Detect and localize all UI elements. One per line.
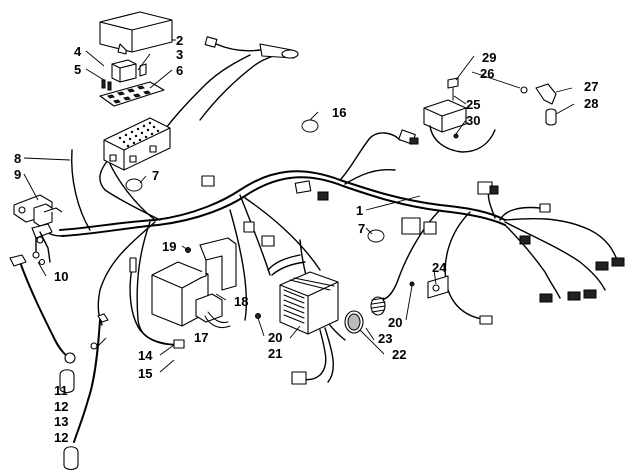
- right-connectors: [201, 119, 625, 303]
- callout-27: 27: [584, 79, 598, 94]
- leader-lines: [23, 39, 575, 373]
- callout-16: 16: [332, 105, 346, 120]
- callout-12-upper: 12: [54, 399, 68, 414]
- callout-2: 2: [176, 33, 183, 48]
- callout-28: 28: [584, 96, 598, 111]
- callout-11: 11: [54, 383, 68, 398]
- callout-29: 29: [482, 50, 496, 65]
- callout-6: 6: [176, 63, 183, 78]
- callout-17: 17: [194, 330, 208, 345]
- callout-15: 15: [138, 366, 152, 381]
- callout-24: 24: [432, 260, 447, 275]
- indicator-lamp: [344, 296, 386, 334]
- terminal-block: [13, 194, 63, 266]
- connector-14: [129, 257, 185, 349]
- callout-5: 5: [74, 62, 81, 77]
- callout-18: 18: [234, 294, 248, 309]
- callout-13: 13: [54, 414, 68, 429]
- callout-19: 19: [162, 239, 176, 254]
- callout-30: 30: [466, 113, 480, 128]
- callout-25: 25: [466, 97, 480, 112]
- callout-21: 21: [268, 346, 282, 361]
- callout-10: 10: [54, 269, 68, 284]
- callout-7-left: 7: [152, 168, 159, 183]
- callout-26: 26: [480, 66, 494, 81]
- callout-14: 14: [138, 348, 153, 363]
- callout-20-right: 20: [388, 315, 402, 330]
- switch-bracket: [409, 275, 493, 325]
- callout-9: 9: [14, 167, 21, 182]
- top-connector: [204, 36, 299, 59]
- callout-3: 3: [176, 47, 183, 62]
- fuse-strip: [99, 81, 165, 107]
- relay-module-25: [423, 77, 557, 153]
- callout-8: 8: [14, 151, 21, 166]
- callout-22: 22: [392, 347, 406, 362]
- voltage-regulator: [255, 254, 339, 385]
- clamp-7-left: [125, 178, 143, 192]
- callout-23: 23: [378, 331, 392, 346]
- cdi-box: [151, 261, 231, 329]
- battery-cables: [9, 254, 109, 471]
- fuse-block: [103, 117, 171, 171]
- callout-labels: 2 3 4 5 6 7 7 8 9 10 11 12 13 12 14 15 1…: [14, 33, 598, 445]
- callout-12-lower: 12: [54, 430, 68, 445]
- callout-20-left: 20: [268, 330, 282, 345]
- bracket: [199, 237, 237, 291]
- callout-4: 4: [74, 44, 82, 59]
- callout-1: 1: [356, 203, 363, 218]
- fuse-box-cover: [99, 11, 175, 55]
- callout-7-right: 7: [358, 221, 365, 236]
- relay: [101, 59, 147, 91]
